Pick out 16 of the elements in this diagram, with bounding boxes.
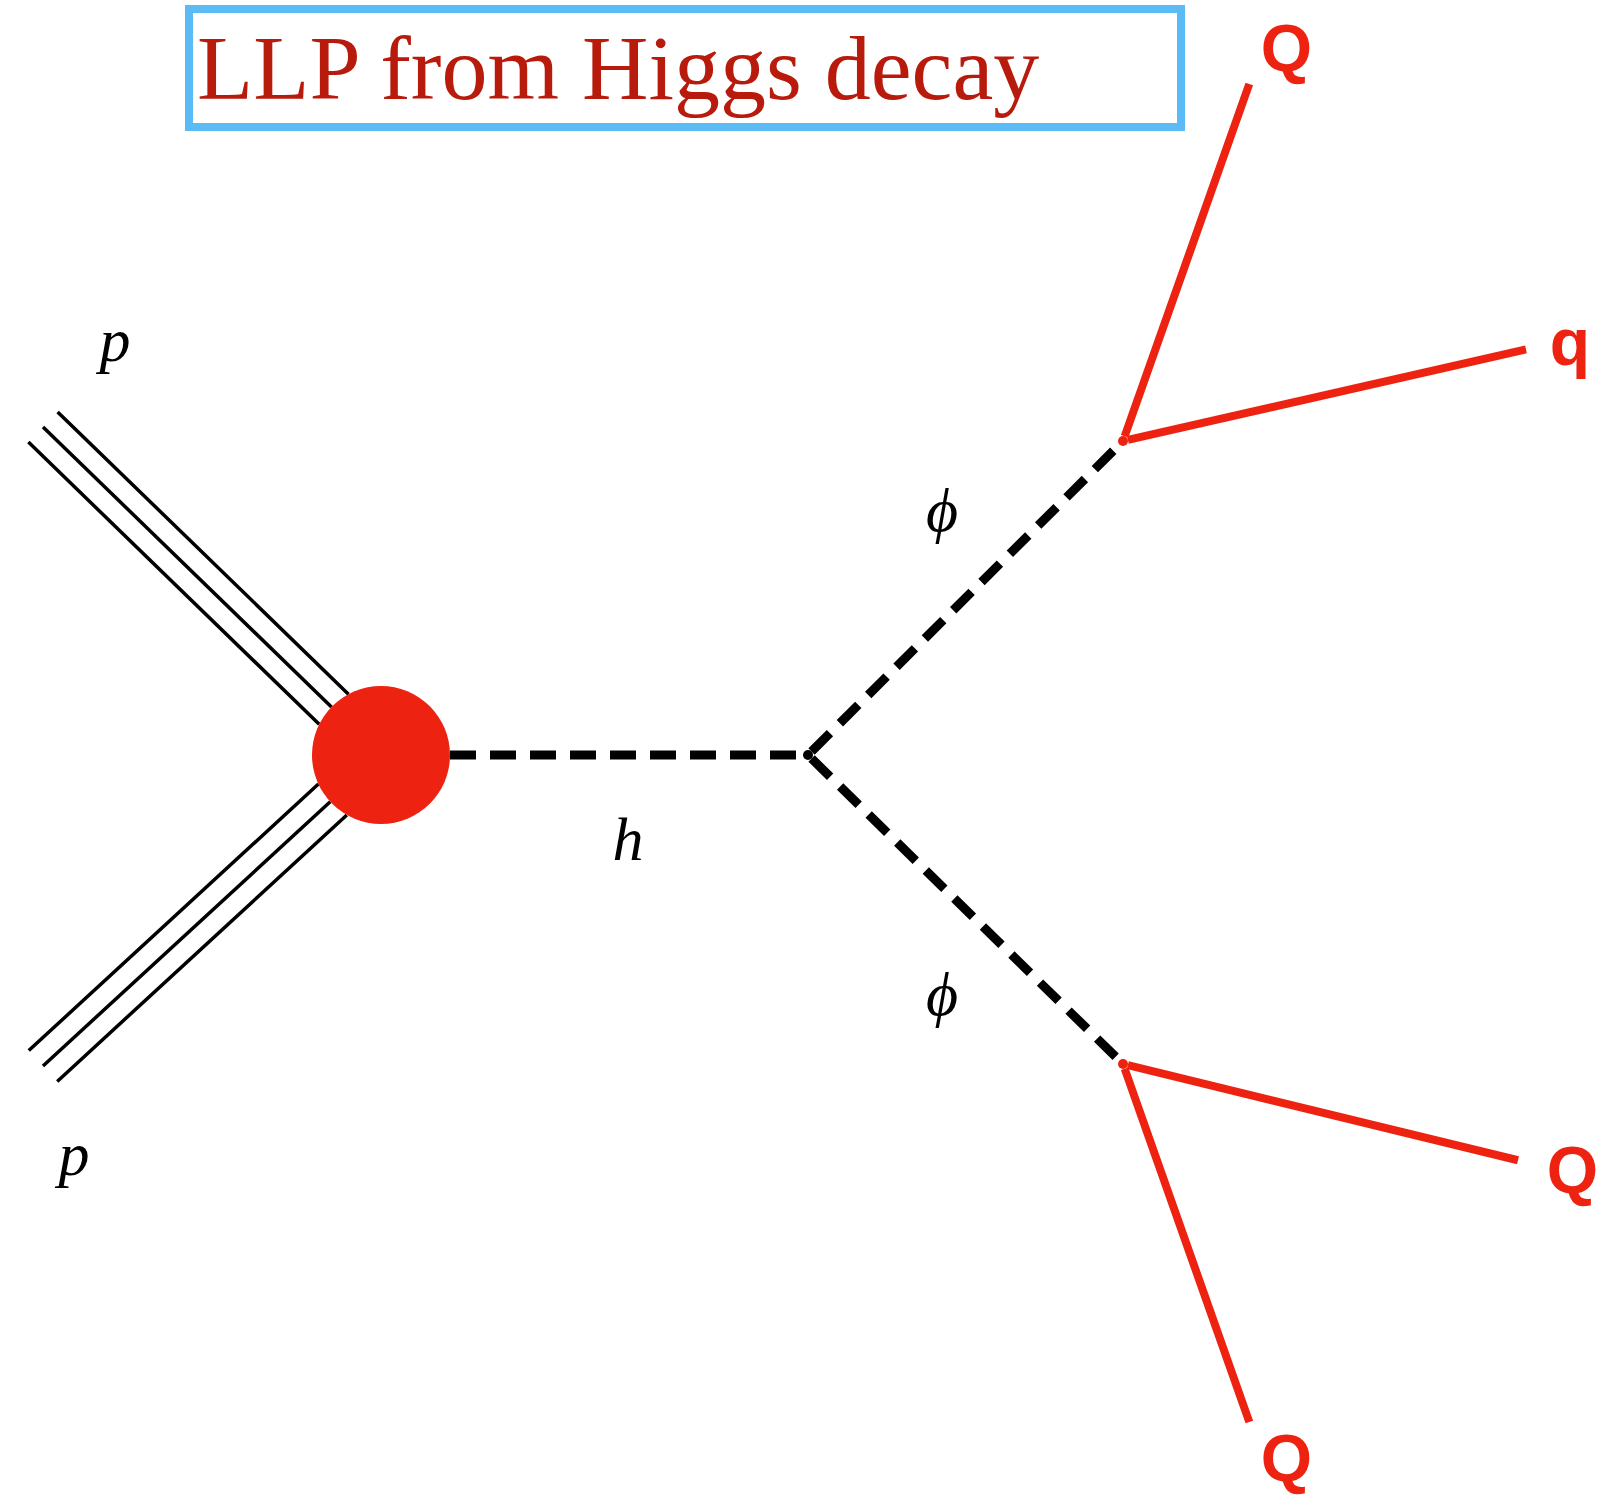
vertex-dot xyxy=(803,750,813,760)
quark-line xyxy=(1127,345,1527,444)
vertex-dot xyxy=(1118,436,1128,446)
title-box xyxy=(185,5,1185,131)
quark-label: q xyxy=(1526,306,1590,378)
vertex-dot xyxy=(1118,1059,1128,1069)
proton-line xyxy=(27,782,349,1084)
proton-line xyxy=(26,410,351,727)
quark-label: Q xyxy=(1212,1422,1312,1494)
quark-line xyxy=(1120,82,1254,438)
particle-label: h xyxy=(612,808,644,870)
quark-line xyxy=(1120,1067,1254,1424)
interaction-blob xyxy=(312,686,450,824)
quark-line xyxy=(1126,1061,1519,1165)
quark-label: Q xyxy=(1518,1134,1598,1206)
quark-label: Q xyxy=(1212,12,1312,84)
